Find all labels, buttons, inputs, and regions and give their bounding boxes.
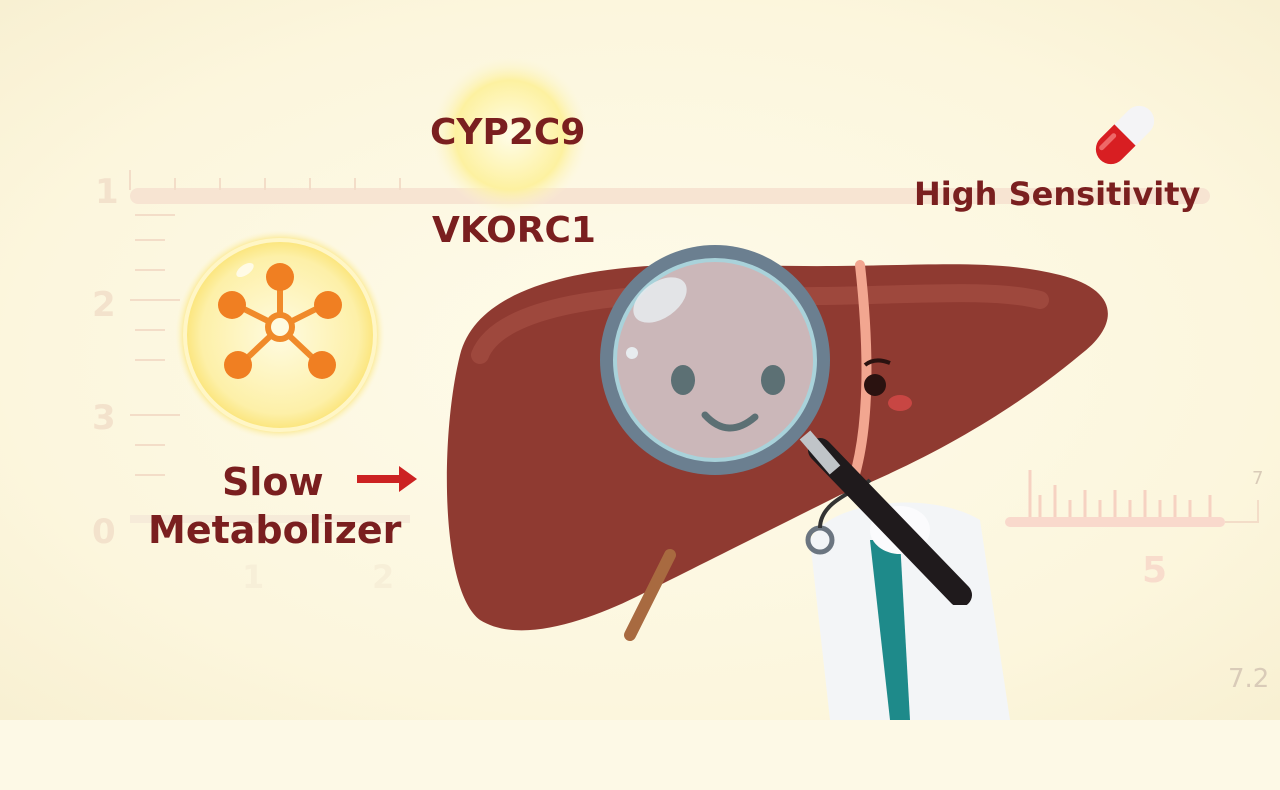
corner-value: 7.2	[1228, 664, 1270, 694]
scale-bottom-2: 2	[372, 558, 395, 596]
arrow-right-icon	[357, 466, 417, 492]
metabolizer-label-line2: Metabolizer	[148, 508, 402, 552]
scale-tick-2: 2	[92, 285, 116, 325]
scale-tick-0: 0	[92, 512, 116, 552]
scale-bottom-5: 5	[1142, 550, 1168, 591]
background-ruler	[129, 170, 1259, 527]
scale-tick-1: 1	[95, 172, 119, 212]
magnifying-glass-icon	[600, 245, 972, 605]
pill-icon	[1095, 105, 1155, 165]
illustration-scene: 1 2 3 0 1 2 5 7 7.2	[0, 0, 1280, 720]
metabolizer-label-line1: Slow	[222, 460, 324, 504]
scale-small-label: 7	[1252, 468, 1264, 489]
doctor-coat	[805, 478, 1010, 720]
scale-tick-3: 3	[92, 398, 116, 438]
scale-bottom-1: 1	[242, 558, 265, 596]
sensitivity-label: High Sensitivity	[914, 175, 1201, 213]
gene-label-vkorc1: VKORC1	[432, 210, 596, 251]
molecule-orb-icon	[175, 230, 385, 440]
gene-orb-icon	[432, 57, 588, 213]
gene-label-cyp2c9: CYP2C9	[430, 112, 586, 153]
